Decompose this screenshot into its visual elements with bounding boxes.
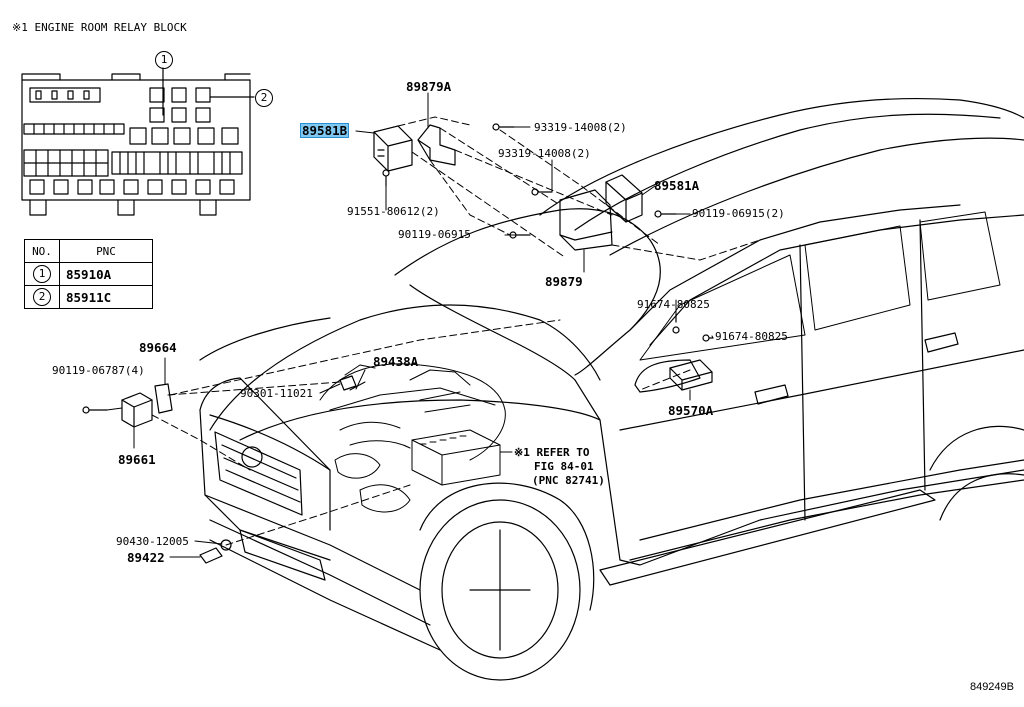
relay-block-title: ※1 ENGINE ROOM RELAY BLOCK — [12, 21, 187, 34]
part-label-90119-b[interactable]: 90119-06915 — [398, 228, 471, 241]
relay-block-drawing — [21, 67, 255, 216]
part-label-89581A[interactable]: 89581A — [654, 178, 700, 193]
table-row: 2 85911C — [24, 285, 153, 309]
part-label-90119-a[interactable]: 90119-06915(2) — [692, 207, 785, 220]
part-label-93319-b[interactable]: 93319-14008(2) — [498, 147, 591, 160]
part-89581B — [373, 125, 413, 172]
part-label-89570A[interactable]: 89570A — [668, 403, 714, 418]
callout-circle-2: 2 — [255, 89, 273, 107]
part-label-89581B[interactable]: 89581B — [299, 123, 350, 138]
part-89581A — [605, 174, 643, 223]
part-label-91674-a[interactable]: 91674-80825 — [637, 298, 710, 311]
pnc-header-no: NO. — [24, 239, 60, 263]
pnc-row-code[interactable]: 85911C — [59, 285, 153, 309]
part-89879-bracket — [559, 189, 613, 251]
refer-note-line-1: ※1 REFER TO — [514, 446, 590, 459]
engine-drawing — [319, 363, 506, 513]
part-89438A — [339, 375, 357, 391]
part-89422 — [199, 539, 232, 564]
part-89879A-bracket — [417, 124, 456, 166]
leader-lines — [106, 92, 714, 558]
part-label-89879[interactable]: 89879 — [545, 274, 583, 289]
refer-note-line-2[interactable]: FIG 84-01 — [534, 460, 594, 473]
refer-note-line-3: (PNC 82741) — [532, 474, 605, 487]
pnc-row-no: 1 — [24, 262, 60, 286]
diagram-id: 849249B — [969, 681, 1014, 693]
part-label-89664[interactable]: 89664 — [139, 340, 177, 355]
part-label-89879A[interactable]: 89879A — [406, 79, 452, 94]
vehicle-body — [199, 97, 1024, 681]
part-label-91674-b[interactable]: 91674-80825 — [715, 330, 788, 343]
pnc-row-no: 2 — [24, 285, 60, 309]
part-label-89661[interactable]: 89661 — [118, 452, 156, 467]
pnc-table: NO. PNC 1 85910A 2 85911C — [24, 239, 153, 309]
table-row: 1 85910A — [24, 262, 153, 286]
part-label-90430[interactable]: 90430-12005 — [116, 535, 189, 548]
callout-circle-1: 1 — [155, 51, 173, 69]
part-89661-89664 — [121, 383, 173, 428]
part-label-90119-c[interactable]: 90119-06787(4) — [52, 364, 145, 377]
pnc-row-code[interactable]: 85910A — [59, 262, 153, 286]
pnc-header-pnc: PNC — [59, 239, 153, 263]
part-label-89422[interactable]: 89422 — [127, 550, 165, 565]
part-label-93319-a[interactable]: 93319-14008(2) — [534, 121, 627, 134]
part-label-91551[interactable]: 91551-80612(2) — [347, 205, 440, 218]
part-label-90301[interactable]: 90301-11021 — [240, 387, 313, 400]
dashed-lines — [151, 116, 761, 546]
part-label-89438A[interactable]: 89438A — [373, 354, 419, 369]
